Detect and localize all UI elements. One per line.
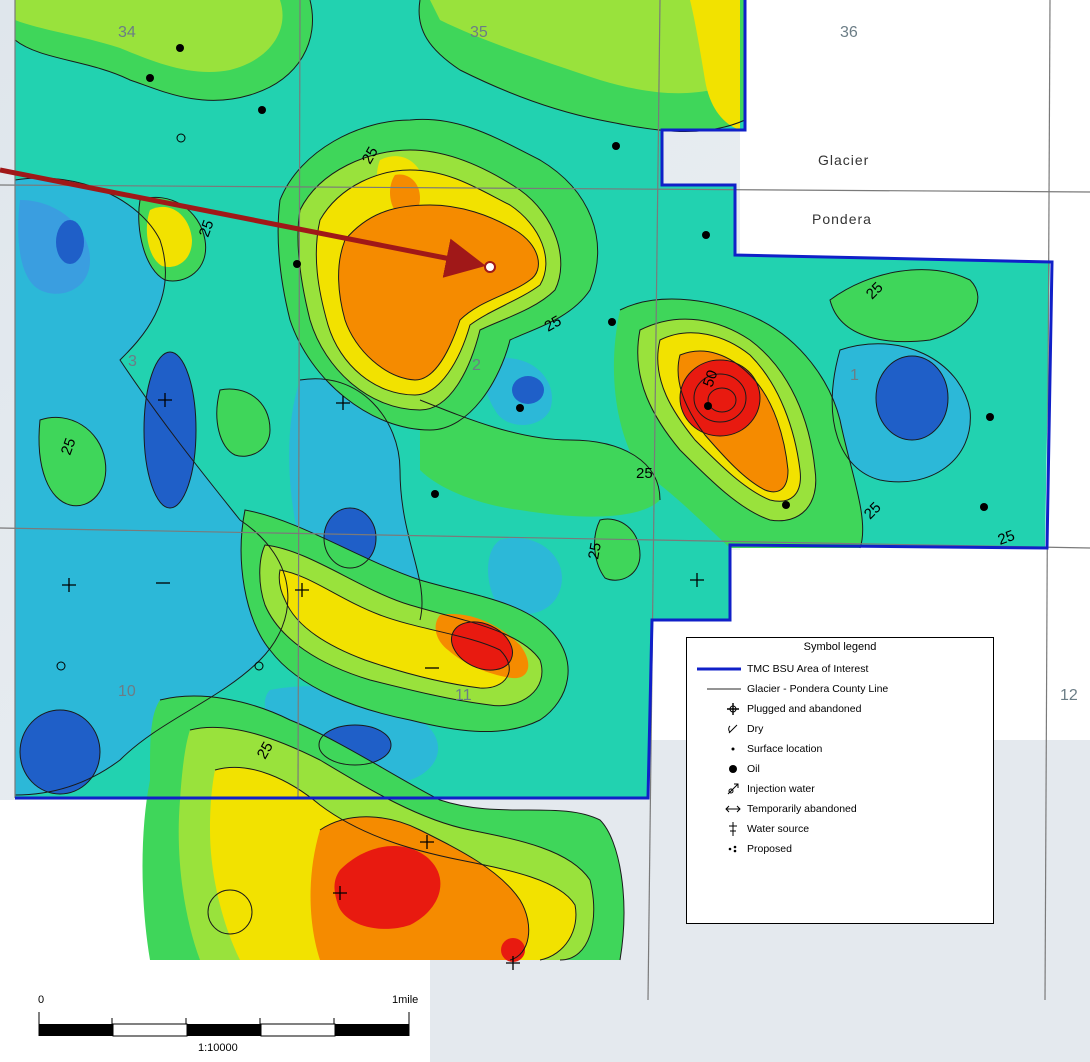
contour-label: 25	[996, 527, 1017, 549]
water-source-icon	[697, 821, 741, 837]
aoi-border	[15, 0, 1054, 800]
section-number: 11	[455, 687, 472, 704]
green-region	[39, 417, 106, 506]
section-grid	[0, 0, 1090, 1001]
green-region	[420, 400, 660, 517]
legend-item-injection: Injection water	[697, 780, 815, 798]
legend-label: Plugged and abandoned	[747, 703, 862, 715]
green-region	[216, 389, 270, 457]
contour-label: 25	[542, 312, 565, 335]
lightgreen-region	[430, 0, 740, 94]
cyan-region	[15, 178, 288, 795]
scale-end-label: 1mile	[392, 994, 419, 1006]
injection-water-icon	[697, 781, 741, 797]
section-number: 3	[128, 353, 137, 370]
legend-item-surface-location: Surface location	[697, 740, 822, 758]
legend-label: TMC BSU Area of Interest	[747, 663, 869, 675]
red-high	[680, 360, 760, 436]
surface-location-icon	[697, 741, 741, 757]
legend-item-oil: Oil	[697, 760, 760, 778]
section-number: 36	[840, 24, 858, 41]
section-number: 12	[1060, 687, 1078, 704]
legend-item-proposed: Proposed	[697, 840, 792, 858]
legend-item-plugged: Plugged and abandoned	[697, 700, 861, 718]
lightgreen-region	[15, 0, 283, 72]
green-region	[594, 519, 640, 581]
temporarily-abandoned-icon	[697, 801, 741, 817]
legend-label: Surface location	[747, 743, 823, 755]
legend-label: Water source	[747, 823, 810, 835]
legend-item-aoi: TMC BSU Area of Interest	[697, 660, 868, 678]
legend-label: Proposed	[747, 843, 792, 855]
section-number: 10	[118, 683, 136, 700]
contour-label: 25	[359, 144, 382, 167]
plugged-abandoned-icon	[697, 701, 741, 717]
contour-labels: 25 25 25 25 25 25 25 25 25 25 50	[58, 144, 1017, 762]
legend-label: Glacier - Pondera County Line	[747, 683, 889, 695]
legend-label: Dry	[747, 723, 764, 735]
target-point	[484, 261, 496, 273]
contour-label: 25	[254, 739, 277, 762]
deep-blue-low	[56, 220, 84, 264]
deep-blue-low	[512, 376, 544, 404]
yellow-region	[279, 570, 510, 689]
legend-item-dry: Dry	[697, 720, 763, 738]
legend-label: Temporarily abandoned	[747, 803, 857, 815]
blue-line-icon	[697, 661, 741, 677]
pointer-arrow	[0, 167, 486, 278]
yellow-region	[690, 0, 740, 130]
contour-label: 25	[585, 541, 605, 560]
deep-blue-low	[20, 710, 100, 794]
contour-label: 50	[700, 368, 722, 389]
oil-icon	[697, 761, 741, 777]
section-number: 1	[850, 367, 859, 384]
yellow-region	[146, 206, 192, 267]
well-crosses	[62, 393, 704, 970]
county-label-pondera: Pondera	[812, 211, 872, 227]
gray-line-icon	[697, 681, 741, 697]
legend-item-temp-abandoned: Temporarily abandoned	[697, 800, 857, 818]
legend-label: Injection water	[747, 783, 815, 795]
scale-bar-graphic	[38, 1012, 410, 1037]
red-high	[334, 846, 441, 929]
scale-start-label: 0	[38, 994, 45, 1006]
county-label-glacier: Glacier	[818, 152, 869, 168]
contour-label: 25	[58, 436, 80, 457]
contour-lines	[14, 0, 979, 961]
dry-icon	[697, 721, 741, 737]
section-number: 35	[470, 24, 488, 41]
legend-label: Oil	[747, 763, 760, 775]
green-region	[830, 269, 978, 342]
cyan-region	[488, 538, 562, 614]
red-high	[451, 621, 513, 671]
legend-item-county-line: Glacier - Pondera County Line	[697, 680, 888, 698]
scale-ratio-label: 1:10000	[198, 1042, 238, 1054]
contour-label: 25	[196, 218, 218, 239]
section-numbers: 34 35 36 3 2 1 10 11 12	[118, 24, 1078, 704]
well-symbols	[146, 44, 994, 511]
section-number: 2	[472, 357, 481, 374]
proposed-icon	[697, 841, 741, 857]
scale-bar: 0 1mile 1:10000	[0, 990, 430, 1062]
section-number: 34	[118, 24, 136, 41]
well-symbols-open	[56, 133, 264, 671]
legend-item-water-source: Water source	[697, 820, 809, 838]
legend-title: Symbol legend	[803, 641, 877, 653]
symbol-legend: Symbol legend TMC BSU Area of Interest G…	[686, 637, 994, 924]
contour-label: 25	[636, 465, 653, 482]
deep-blue-low	[876, 356, 948, 440]
